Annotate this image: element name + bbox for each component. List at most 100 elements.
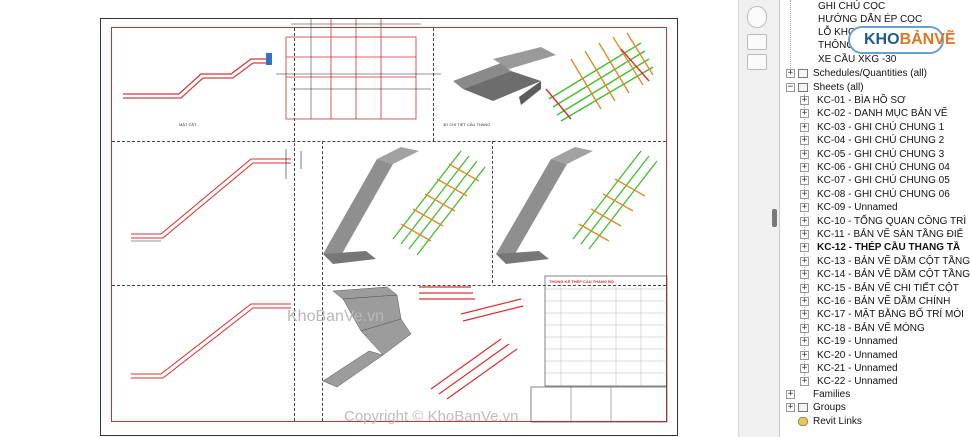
tree-sheets[interactable]: Sheets (all) (813, 82, 864, 93)
title-block (530, 386, 668, 423)
rebar-3d-bottom (419, 286, 524, 400)
project-browser: GHI CHÚ CỌC HƯỚNG DẪN ÉP CỌC LỖ KHOAN TH… (780, 0, 970, 437)
sheet-item[interactable]: KC-14 - BẢN VẼ DẦM CỘT TẦNG (817, 269, 970, 281)
sheet-item[interactable]: KC-17 - MẶT BẰNG BỐ TRÍ MÓI (817, 309, 964, 321)
watermark-site: KhoBanVe.vn (287, 308, 384, 325)
expand-plus-icon[interactable]: + (800, 162, 809, 172)
watermark-logo-prefix: KHO (864, 31, 900, 48)
sheet-item[interactable]: KC-02 - DANH MỤC BẢN VẼ (817, 108, 948, 120)
expand-plus-icon[interactable]: + (800, 336, 809, 347)
sheet-item[interactable]: KC-10 - TỔNG QUAN CÔNG TRÌ (817, 215, 967, 227)
expand-plus-icon[interactable]: + (800, 242, 809, 253)
expand-plus-icon[interactable]: + (800, 282, 809, 293)
tree-schedules[interactable]: Schedules/Quantities (all) (813, 68, 927, 79)
collapse-minus-icon[interactable]: − (786, 82, 795, 92)
view-item[interactable]: GHI CHÚ CỌC (818, 1, 886, 12)
sheet-item[interactable]: KC-22 - Unnamed (817, 376, 898, 388)
rebar-schedule-grid (545, 281, 667, 386)
stair-3d-concrete-middle (323, 147, 419, 264)
view-item[interactable]: HƯỚNG DẪN ÉP CỌC (818, 14, 923, 25)
sheet-grid-line (492, 141, 493, 283)
pan-icon[interactable] (747, 54, 767, 70)
sheets-folder-icon (798, 83, 808, 92)
expand-plus-icon[interactable]: + (800, 296, 809, 306)
expand-plus-icon[interactable]: + (800, 95, 809, 105)
view-item[interactable]: XE CẦU XKG -30 (818, 54, 897, 65)
stair-3d-concrete-top (453, 47, 556, 105)
sheet-item[interactable]: KC-06 - GHI CHÚ CHUNG 04 (817, 162, 950, 173)
sheet-grid-line (322, 141, 323, 421)
schedule-icon (798, 69, 808, 78)
sheet-item[interactable]: KC-03 - GHI CHÚ CHUNG 1 (817, 121, 945, 133)
expand-plus-icon[interactable]: + (800, 135, 809, 146)
expand-plus-icon[interactable]: + (800, 188, 809, 199)
sheet-grid-line (112, 285, 666, 286)
rebar-3d-middle (392, 150, 486, 256)
sheet-item[interactable]: KC-09 - Unnamed (817, 202, 898, 214)
view-caption: 3D CHI TIẾT CẦU THANG (443, 122, 491, 127)
expand-plus-icon[interactable]: + (800, 363, 809, 373)
stair-section-middle (131, 158, 291, 239)
sheet-item[interactable]: KC-16 - BẢN VẼ DẦM CHÍNH (817, 296, 951, 307)
splitter-grip-icon[interactable] (772, 209, 777, 227)
drawing-canvas[interactable]: THỐNG KÊ THÉP CẦU THANG BỘ MẶT CẮT 3D CH… (0, 0, 738, 437)
expand-plus-icon[interactable]: + (800, 215, 809, 226)
sheet-item[interactable]: KC-19 - Unnamed (817, 336, 898, 348)
stair-3d-concrete-right (496, 147, 593, 264)
expand-plus-icon[interactable]: + (800, 175, 809, 186)
expand-plus-icon[interactable]: + (800, 148, 809, 159)
schedule-title: THỐNG KÊ THÉP CẦU THANG BỘ (549, 279, 615, 284)
sheet-item[interactable]: KC-11 - BẢN VẼ SÀN TẦNG ĐIỂ (817, 229, 964, 240)
expand-plus-icon[interactable]: + (786, 402, 795, 412)
expand-plus-icon[interactable]: + (800, 108, 809, 119)
sheet-item[interactable]: KC-13 - BẢN VẼ DẦM CỘT TẦNG (817, 255, 970, 267)
stair-section-middle-lines (131, 149, 302, 242)
rebar-schedule-table (544, 275, 668, 387)
sheet-item[interactable]: KC-20 - Unnamed (817, 349, 898, 361)
tree-groups[interactable]: Groups (813, 402, 846, 413)
tree-guide (790, 0, 791, 72)
stair-3d-grey-bottom (322, 286, 412, 388)
sheet-item[interactable]: KC-08 - GHI CHÚ CHUNG 06 (817, 188, 950, 200)
view-item[interactable]: LỖ KHOAN (818, 27, 870, 38)
expand-plus-icon[interactable]: + (800, 121, 809, 132)
expand-plus-icon[interactable]: + (800, 229, 809, 239)
sheet-item[interactable]: KC-15 - BẢN VẼ CHI TIẾT CỘT (817, 282, 959, 294)
view-navigation-bar (738, 0, 780, 437)
sheet-grid-line (433, 28, 434, 141)
expand-plus-icon[interactable]: + (786, 68, 795, 78)
sheet-item[interactable]: KC-18 - BẢN VẼ MÓNG (817, 322, 925, 334)
sheet-item[interactable]: KC-21 - Unnamed (817, 363, 898, 374)
tree-revit-links[interactable]: Revit Links (813, 416, 862, 427)
sheet-item[interactable]: KC-12 - THÉP CẦU THANG TẦ (817, 242, 961, 254)
stair-drawings (123, 19, 668, 423)
view-item[interactable]: THÔNG S (818, 40, 864, 51)
sheet-item[interactable]: KC-04 - GHI CHÚ CHUNG 2 (817, 135, 945, 147)
watermark-copyright: Copyright © KhoBanVe.vn (344, 408, 519, 425)
sheet-border (111, 27, 667, 422)
sheet-item[interactable]: KC-01 - BÌA HỒ SƠ (817, 95, 906, 106)
expand-plus-icon[interactable]: + (786, 389, 795, 399)
link-icon (798, 417, 808, 426)
stair-section-bottom (131, 303, 291, 379)
sheet-grid-line (294, 28, 295, 421)
sheet-frame: THỐNG KÊ THÉP CẦU THANG BỘ MẶT CẮT 3D CH… (100, 18, 678, 436)
rebar-3d-right (572, 150, 658, 250)
rebar-3d-top (545, 32, 654, 122)
expand-plus-icon[interactable]: + (800, 309, 809, 320)
expand-plus-icon[interactable]: + (800, 322, 809, 333)
expand-plus-icon[interactable]: + (800, 255, 809, 266)
expand-plus-icon[interactable]: + (800, 202, 809, 213)
sheet-item[interactable]: KC-05 - GHI CHÚ CHUNG 3 (817, 148, 945, 160)
sheet-item[interactable]: KC-07 - GHI CHÚ CHUNG 05 (817, 175, 950, 187)
stair-plan-hatch (276, 19, 441, 119)
expand-plus-icon[interactable]: + (800, 376, 809, 387)
view-cube-icon[interactable] (747, 6, 767, 28)
expand-plus-icon[interactable]: + (800, 349, 809, 360)
zoom-icon[interactable] (747, 34, 767, 50)
sheet-grid-line (112, 141, 666, 142)
tree-families[interactable]: Families (813, 389, 851, 400)
expand-plus-icon[interactable]: + (800, 269, 809, 280)
